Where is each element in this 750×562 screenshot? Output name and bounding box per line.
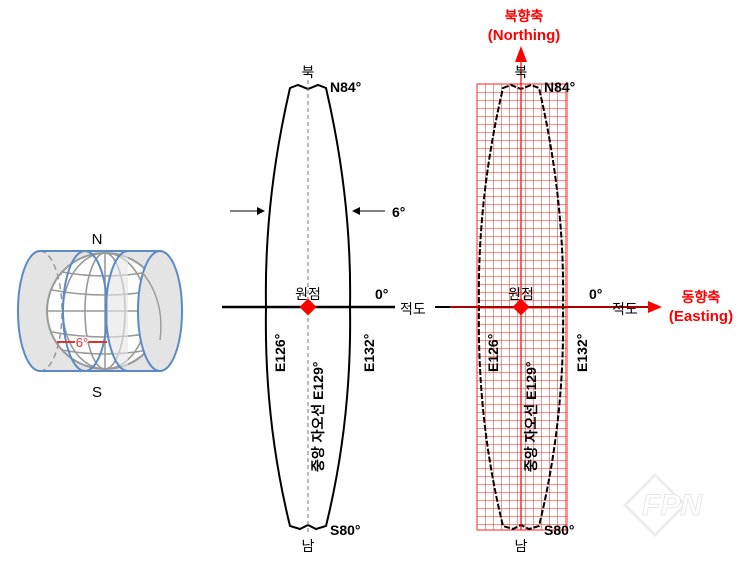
fpn-watermark-logo: FPN xyxy=(622,472,704,538)
globe-north-label: N xyxy=(92,231,103,248)
central-meridian-label: 중앙 자오선 E129° xyxy=(523,362,539,472)
zone-projection-left: 6° 북 남 N84° S80° 원점 0° 적도 E126° E132° 중앙… xyxy=(222,65,450,555)
north-label: 북 xyxy=(302,65,315,81)
origin-point xyxy=(512,298,530,316)
north-lat-label: N84° xyxy=(330,79,361,95)
south-label: 남 xyxy=(515,539,528,555)
northing-kr-label: 북향축 xyxy=(505,8,544,25)
equator-degree-label: 0° xyxy=(375,286,388,302)
svg-text:FPN: FPN xyxy=(642,489,703,522)
zone-outline xyxy=(264,83,352,531)
origin-label: 원점 xyxy=(508,287,534,303)
origin-point xyxy=(299,298,317,316)
zone-width-label: 6° xyxy=(392,204,405,220)
globe-zone-width-label: 6° xyxy=(76,335,88,350)
equator-label: 적도 xyxy=(400,302,426,318)
easting-kr-label: 동향축 xyxy=(682,289,721,306)
arrow-right-icon xyxy=(257,207,265,215)
zone-projection-right: 북 남 N84° S80° 원점 0° 적도 E126° E132° 중앙 자오… xyxy=(450,8,733,555)
south-lat-label: S80° xyxy=(544,522,575,538)
east-meridian-label: E132° xyxy=(361,334,377,372)
west-meridian-label: E126° xyxy=(272,334,288,372)
south-label: 남 xyxy=(302,539,315,555)
globe-cylinder-illustration: 6° N S xyxy=(17,231,183,401)
equator-degree-label: 0° xyxy=(589,286,602,302)
west-meridian-label: E126° xyxy=(485,334,501,372)
central-meridian-label: 중앙 자오선 E129° xyxy=(310,362,326,472)
zone-outline xyxy=(477,83,565,531)
origin-label: 원점 xyxy=(295,287,321,303)
arrow-left-icon xyxy=(352,207,360,215)
north-label: 북 xyxy=(515,65,528,81)
easting-arrow-icon xyxy=(648,301,662,313)
equator-label: 적도 xyxy=(612,302,638,318)
east-meridian-label: E132° xyxy=(574,334,590,372)
north-lat-label: N84° xyxy=(544,79,575,95)
northing-en-label: (Northing) xyxy=(488,27,560,44)
northing-arrow-icon xyxy=(515,46,527,62)
easting-en-label: (Easting) xyxy=(669,308,733,325)
south-lat-label: S80° xyxy=(330,522,361,538)
globe-south-label: S xyxy=(92,384,102,401)
